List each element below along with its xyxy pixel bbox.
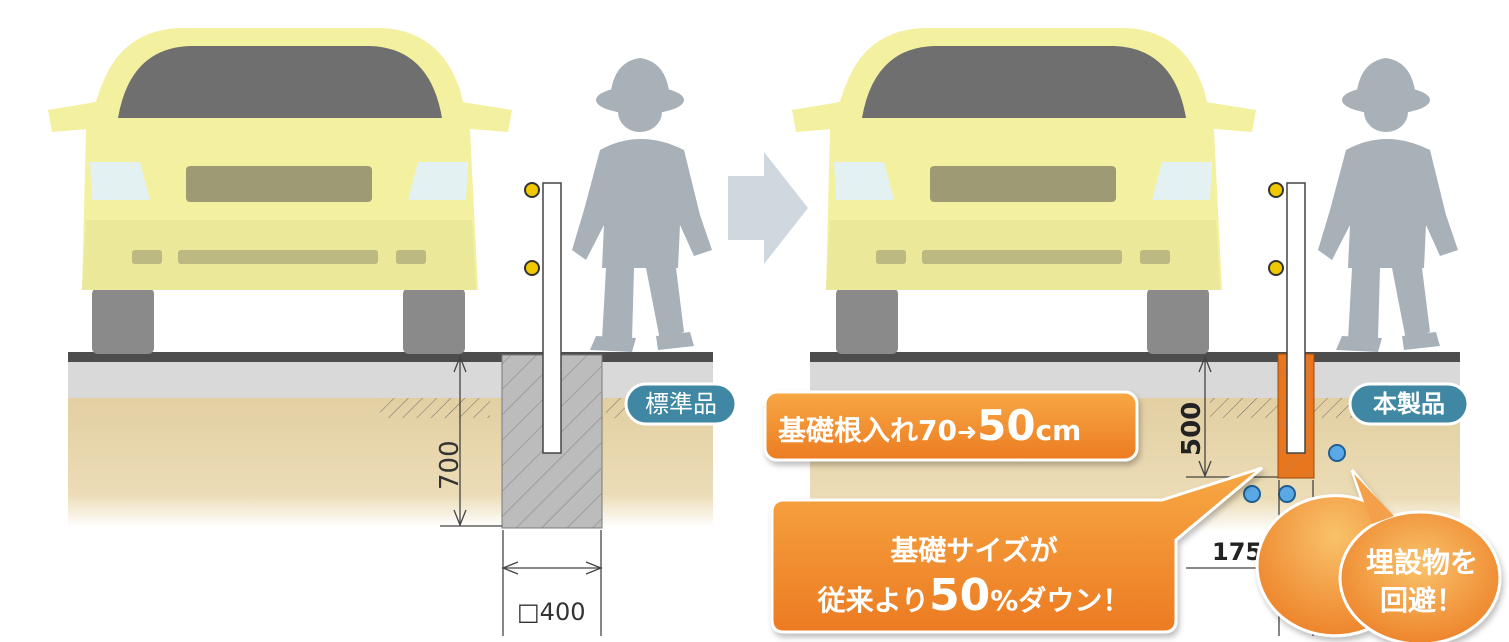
this-product-tag: 本製品	[1348, 382, 1470, 426]
width-label-after: 175	[1212, 538, 1262, 566]
child-silhouette-icon	[572, 58, 712, 352]
size-reduction-line1: 基礎サイズが	[890, 534, 1057, 567]
asphalt-surface	[810, 352, 1460, 362]
embed-depth-from: 70	[918, 414, 957, 447]
embed-depth-arrow: ➜	[957, 418, 977, 446]
embed-depth-unit: cm	[1036, 414, 1082, 447]
embed-depth-to: 50	[977, 401, 1035, 450]
svg-text:従来より50%ダウン！: 従来より50%ダウン！	[817, 570, 1131, 621]
car-icon	[48, 28, 512, 354]
delineator-icon	[524, 182, 562, 454]
embed-depth-prefix: 基礎根入れ	[778, 414, 918, 447]
width-label-before: □400	[517, 598, 585, 626]
size-reduction-percent-sign: %	[990, 584, 1018, 617]
right-arrow-icon	[728, 152, 808, 264]
before-scene: 700 □400 標準品	[48, 28, 738, 636]
standard-tag-label: 標準品	[645, 390, 717, 418]
standard-product-tag: 標準品	[624, 382, 738, 426]
size-reduction-prefix: 従来より	[817, 584, 929, 617]
soil-hatch	[1210, 398, 1280, 418]
size-reduction-callout: 基礎サイズが 従来より50%ダウン！	[770, 466, 1263, 634]
soil-hatch	[380, 398, 490, 418]
soil-layer	[68, 397, 713, 527]
depth-dimension-before	[440, 355, 502, 527]
car-icon	[792, 28, 1256, 354]
avoid-line2: 回避！	[1380, 584, 1464, 617]
width-dimension-before	[501, 530, 603, 636]
delineator-icon	[1268, 182, 1306, 454]
embed-depth-callout: 基礎根入れ70➜50cm	[763, 390, 1139, 462]
soil-hatch	[1314, 398, 1354, 418]
depth-label-after: 500	[1177, 402, 1207, 456]
child-silhouette-icon	[1318, 58, 1458, 352]
buried-pipe-icon	[1243, 444, 1346, 503]
depth-label-before: 700	[435, 440, 465, 490]
after-scene: 500 175 本製品 基礎根入れ70➜50cm 基礎サイズが	[763, 28, 1502, 642]
pavement-layer	[68, 362, 713, 398]
avoid-buried-callout: 埋設物を 回避！	[1255, 469, 1502, 642]
asphalt-surface	[68, 352, 713, 362]
size-reduction-suffix: ダウン！	[1018, 584, 1130, 617]
svg-text:基礎根入れ70➜50cm: 基礎根入れ70➜50cm	[778, 401, 1081, 450]
this-product-tag-label: 本製品	[1373, 390, 1445, 418]
avoid-line1: 埋設物を	[1366, 546, 1478, 579]
size-reduction-percent: 50	[929, 570, 990, 621]
